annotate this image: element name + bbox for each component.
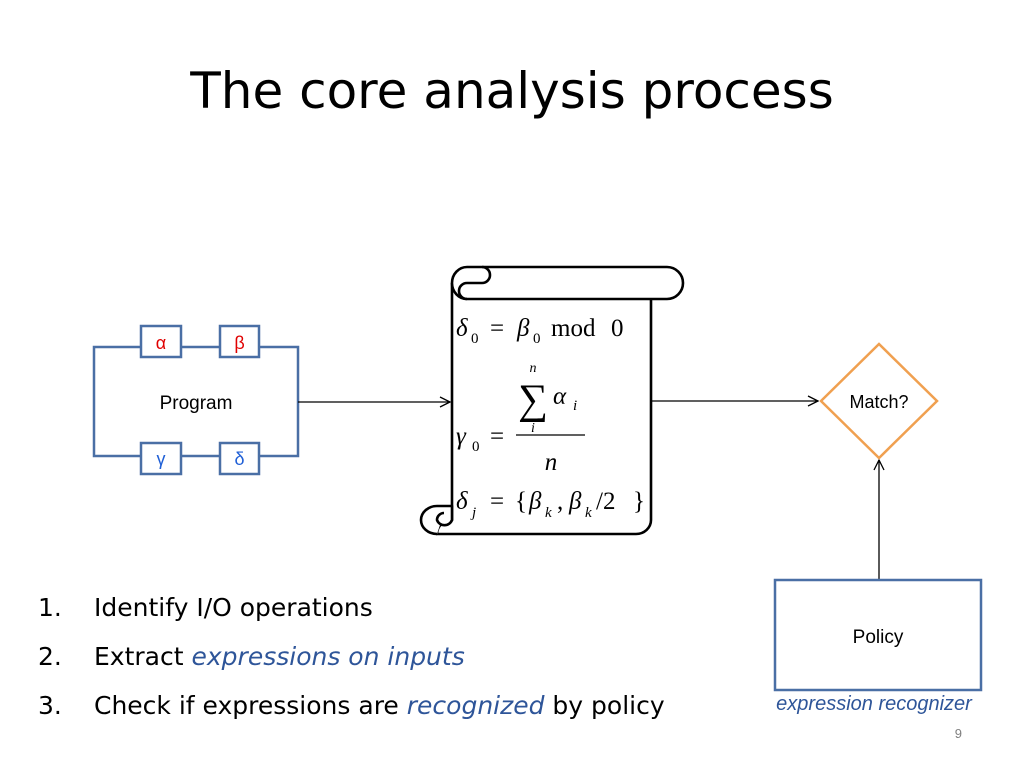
page-number: 9	[954, 726, 962, 741]
eq3-lhs: δ	[456, 488, 468, 515]
eq2-lhs: γ	[456, 423, 467, 450]
output-gamma-label: γ	[157, 449, 166, 469]
eq3-b2: β	[568, 488, 582, 515]
input-beta-label: β	[234, 333, 244, 353]
eq2-equals: =	[490, 423, 504, 450]
eq2-sum-sign: ∑	[518, 377, 548, 423]
step-3-text: Check if expressions are recognized by p…	[94, 686, 665, 726]
eq3-open-brace: {	[515, 488, 527, 515]
expression-scroll	[419, 265, 685, 536]
step-1-text: Identify I/O operations	[94, 588, 373, 628]
scroll-top-roll	[450, 265, 685, 301]
eq1-op: mod	[551, 315, 596, 342]
output-delta-box	[218, 441, 261, 476]
eq3-b1: β	[528, 488, 542, 515]
policy-box	[773, 578, 983, 692]
step-2-text: Extract expressions on inputs	[94, 637, 465, 677]
scroll-bottom-curl	[419, 504, 454, 536]
step-3-text-after: by policy	[544, 691, 665, 720]
eq2-den: n	[545, 449, 558, 476]
eq1-rhs-sub: 0	[533, 331, 541, 347]
policy-caption: expression recognizer	[776, 693, 972, 715]
eq2-lhs-sub: 0	[472, 439, 480, 455]
input-alpha-label: α	[156, 333, 166, 353]
step-3-number: 3.	[38, 691, 62, 720]
eq3-close-brace: }	[633, 488, 645, 515]
eq3-comma: ,	[557, 488, 563, 515]
scroll-top-curl	[457, 265, 492, 301]
policy-label: Policy	[853, 627, 904, 648]
output-gamma-box	[139, 441, 183, 476]
output-delta-label: δ	[234, 449, 244, 469]
input-beta-box	[218, 324, 261, 359]
eq2-term-sub: i	[573, 398, 577, 414]
input-alpha-box	[139, 324, 183, 359]
eq1-val: 0	[611, 315, 624, 342]
step-1-text-plain: Identify I/O operations	[94, 593, 373, 622]
step-2-emphasis: expressions on inputs	[191, 642, 465, 671]
step-3-emphasis: recognized	[406, 691, 545, 720]
eq1-rhs-var: β	[516, 315, 530, 342]
eq3-equals: =	[490, 488, 504, 515]
eq2-term: α	[553, 383, 567, 410]
eq2-sum-top: n	[530, 361, 537, 376]
eq3-b1-sub: k	[545, 505, 552, 521]
slide-title: The core analysis process	[190, 62, 834, 120]
equation-1: δ 0 = β 0 mod 0	[456, 315, 624, 347]
step-2-number: 2.	[38, 642, 62, 671]
equation-3: δ j = { β k , β k /2 }	[456, 488, 645, 521]
step-1-number: 1.	[38, 593, 62, 622]
policy-block: Policy	[773, 578, 983, 692]
match-decision: Match?	[819, 342, 939, 460]
program-label: Program	[160, 393, 233, 414]
eq1-lhs: δ	[456, 315, 468, 342]
eq1-equals: =	[490, 315, 504, 342]
match-label: Match?	[849, 392, 908, 412]
step-2-text-plain: Extract	[94, 642, 192, 671]
eq3-lhs-sub: j	[470, 505, 476, 521]
step-3-text-plain: Check if expressions are	[94, 691, 407, 720]
equation-2: γ 0 = n ∑ i α i n	[456, 361, 585, 476]
eq3-b2-sub: k	[585, 505, 592, 521]
eq2-sum-bottom: i	[531, 421, 535, 436]
eq3-div: /2	[596, 488, 615, 515]
match-diamond	[819, 342, 939, 460]
program-block: α β γ δ Program	[92, 324, 300, 476]
eq1-lhs-sub: 0	[471, 331, 479, 347]
